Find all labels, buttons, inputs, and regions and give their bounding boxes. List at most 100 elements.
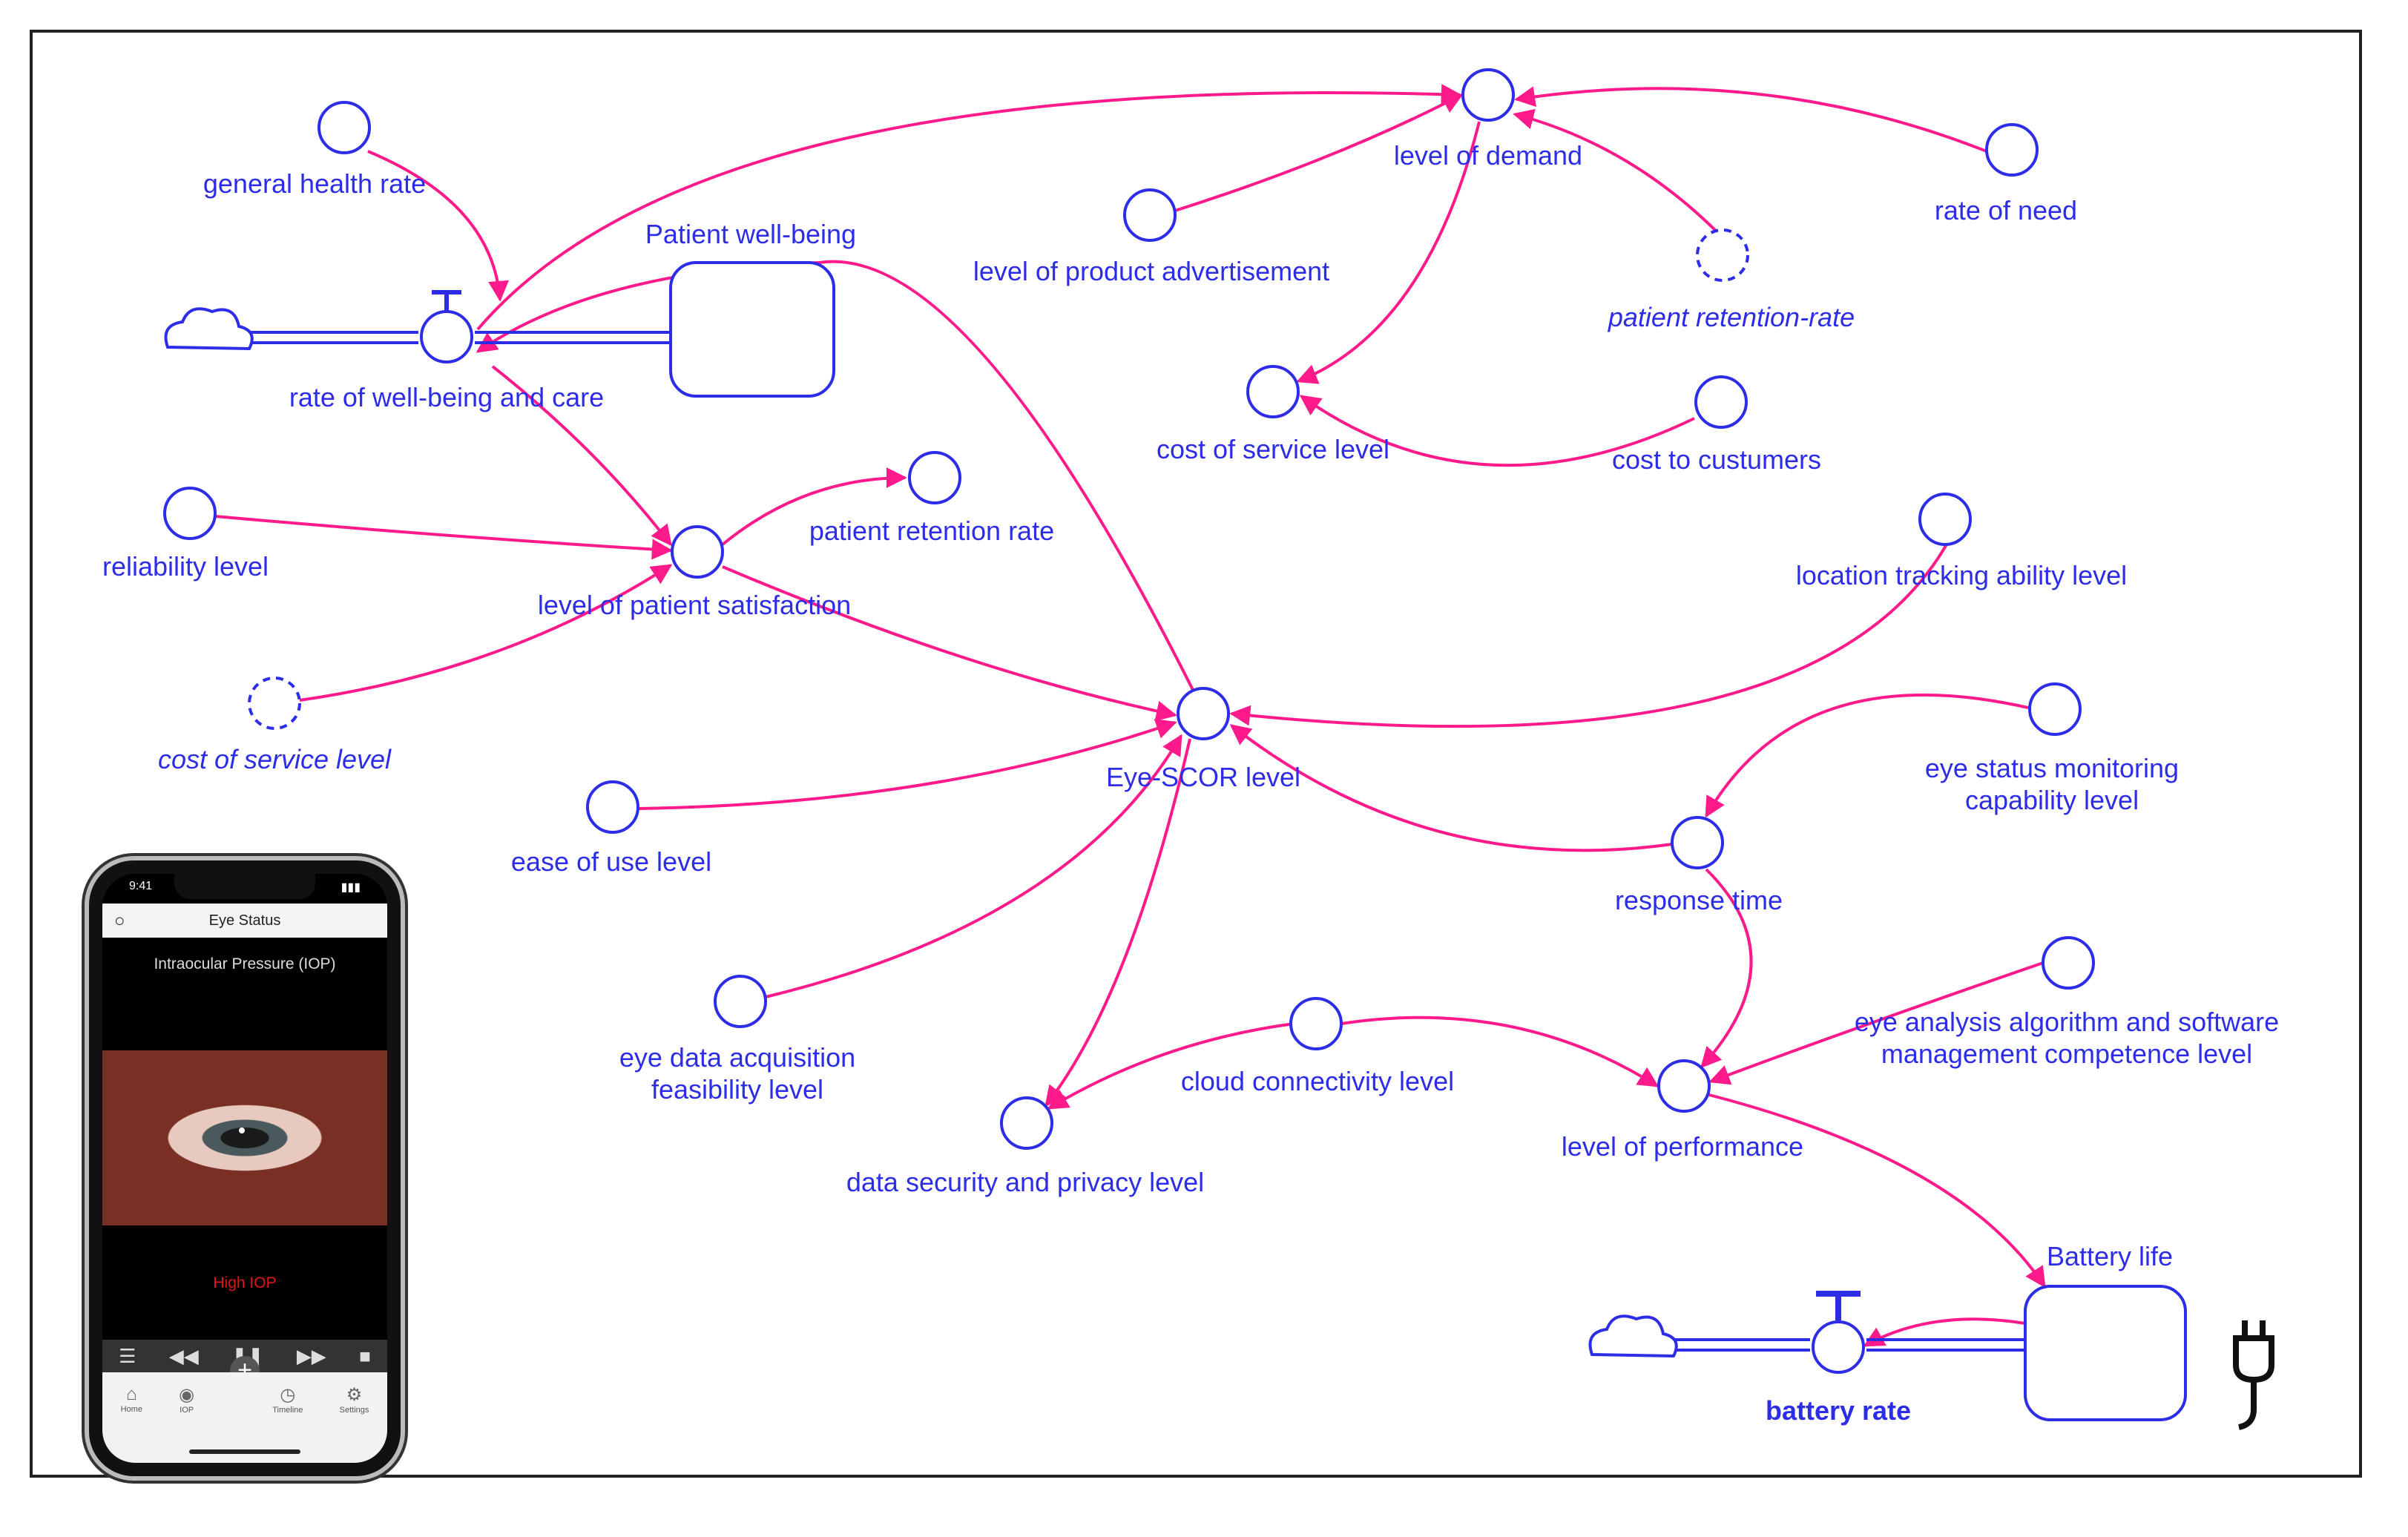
node-cost-of-service-level (1246, 365, 1300, 418)
tab-iop[interactable]: ◉IOP (179, 1385, 195, 1415)
tab-settings[interactable]: ⚙Settings (339, 1385, 369, 1415)
valve-icon (432, 290, 461, 313)
link-rate-to-demand (476, 84, 1462, 331)
stock-battery-life (2024, 1285, 2187, 1421)
link-ease-to-scor (637, 718, 1177, 810)
signal-icon: ▮▮▮ (341, 881, 361, 894)
node-eye-analysis (2042, 936, 2095, 990)
phone-screen: 9:41 ▮▮▮ ○ Eye Status Intraocular Pressu… (102, 874, 387, 1463)
label-patient-retention-rate: patient retention rate (809, 516, 1055, 546)
label-cost-of-service-level: cost of service level (1156, 434, 1390, 464)
gear-icon: ⚙ (346, 1385, 363, 1405)
node-response-time (1671, 816, 1724, 869)
label-patient-well-being: Patient well-being (645, 219, 857, 249)
label-rate-of-well-being-and-care: rate of well-being and care (289, 382, 605, 412)
link-satisfaction-to-scor (722, 565, 1177, 722)
link-acquisition-to-scor (765, 734, 1182, 998)
label-eye-scor-level: Eye-SCOR level (1105, 762, 1301, 792)
link-costghost-to-satisfaction (299, 564, 673, 702)
phone-mockup: 9:41 ▮▮▮ ○ Eye Status Intraocular Pressu… (89, 860, 401, 1476)
phone-app-bar: ○ Eye Status (102, 904, 387, 938)
rewind-icon[interactable]: ◀◀ (168, 1344, 199, 1367)
label-data-security: data security and privacy level (846, 1167, 1205, 1197)
node-eye-status-monitoring (2028, 682, 2082, 736)
label-battery-rate: battery rate (1765, 1395, 1912, 1426)
tab-home[interactable]: ⌂Home (120, 1384, 142, 1414)
label-location-tracking: location tracking ability level (1795, 560, 2128, 590)
link-customers-to-cost (1299, 395, 1695, 467)
label-response-time: response time (1614, 885, 1783, 915)
node-cost-to-customers (1694, 375, 1748, 429)
link-advert-to-demand (1174, 93, 1464, 212)
causal-loop-diagram (163, 68, 2274, 1430)
label-battery-life: Battery life (2046, 1241, 2174, 1271)
home-indicator (189, 1449, 300, 1454)
phone-title: Eye Status (208, 912, 281, 929)
label-level-of-performance: level of performance (1561, 1131, 1804, 1162)
link-scor-to-wellbeing (476, 260, 1196, 694)
node-cost-of-service-ghost (248, 677, 301, 730)
node-patient-retention-ghost (1696, 228, 1749, 282)
node-eye-scor-level (1177, 687, 1230, 740)
phone-metric: Intraocular Pressure (IOP) (154, 955, 336, 972)
cloud-icon-battery (1588, 1314, 1678, 1358)
link-performance-to-battery (1708, 1093, 2046, 1288)
bolt-icon (2246, 1345, 2260, 1373)
link-cloud-to-performance (1340, 1016, 1659, 1087)
link-battery-to-rate (1863, 1317, 2026, 1347)
node-data-security (1000, 1096, 1053, 1150)
clock-icon: ◷ (280, 1385, 296, 1405)
node-level-of-demand (1461, 68, 1515, 122)
link-reliability-to-satisfaction (214, 515, 673, 560)
label-cost-of-service-level-ghost: cost of service level (157, 744, 392, 774)
label-general-health-rate: general health rate (203, 168, 427, 199)
phone-time: 9:41 (129, 880, 153, 892)
equalizer-icon[interactable]: ☰ (119, 1344, 136, 1367)
stock-patient-well-being (669, 261, 835, 398)
node-eye-data-acquisition (714, 975, 767, 1028)
plug-icon (2233, 1320, 2274, 1430)
node-general-health-rate (318, 101, 371, 154)
eye-image (102, 1050, 387, 1225)
node-reliability-level (163, 487, 217, 540)
label-ease-of-use-level: ease of use level (510, 846, 712, 877)
phone-tab-bar: ⌂Home ◉IOP ◷Timeline ⚙Settings (102, 1372, 387, 1463)
link-scor-to-security (1045, 738, 1191, 1108)
diagram-frame: general health rate Patient well-being r… (30, 30, 2362, 1478)
cloud-icon (164, 307, 254, 351)
link-rate-to-satisfaction (491, 365, 672, 547)
node-rate-well-being-care (420, 310, 473, 363)
link-health-to-rate (367, 150, 510, 302)
label-eye-analysis: eye analysis algorithm and software mana… (1854, 1007, 2280, 1070)
label-level-of-patient-satisfaction: level of patient satisfaction (537, 590, 852, 620)
link-monitoring-to-response (1705, 693, 2029, 818)
node-battery-rate (1812, 1320, 1865, 1374)
label-level-of-product-advertisement: level of product advertisement (973, 256, 1330, 286)
node-cloud-connectivity (1289, 997, 1343, 1050)
stop-icon[interactable]: ■ (359, 1344, 371, 1367)
node-patient-retention-rate (908, 451, 961, 504)
label-level-of-demand: level of demand (1393, 140, 1583, 171)
link-cloud-to-security (1047, 1022, 1295, 1110)
label-patient-retention-rate-ghost: patient retention-rate (1608, 302, 1855, 332)
label-cost-to-customers: cost to custumers (1611, 444, 1822, 475)
node-ease-of-use-level (586, 780, 639, 834)
forward-icon[interactable]: ▶▶ (296, 1344, 326, 1367)
link-retention-to-demand (1513, 108, 1718, 233)
node-level-of-patient-satisfaction (671, 525, 724, 579)
phone-notch (174, 874, 315, 899)
eye-icon: ◉ (179, 1385, 195, 1405)
link-response-to-scor (1229, 724, 1673, 852)
link-location-to-scor (1229, 543, 1948, 728)
link-satisfaction-to-retention (721, 467, 907, 546)
tab-spacer (231, 1384, 236, 1405)
link-analysis-to-performance (1708, 961, 2044, 1085)
tab-timeline[interactable]: ◷Timeline (272, 1385, 303, 1415)
label-cloud-connectivity: cloud connectivity level (1180, 1066, 1455, 1096)
node-level-of-performance (1657, 1059, 1711, 1113)
node-location-tracking (1918, 493, 1972, 546)
label-reliability-level: reliability level (102, 551, 269, 582)
phone-iop-status: High IOP (213, 1274, 277, 1291)
node-rate-of-need (1985, 123, 2039, 177)
search-icon[interactable]: ○ (114, 911, 125, 931)
